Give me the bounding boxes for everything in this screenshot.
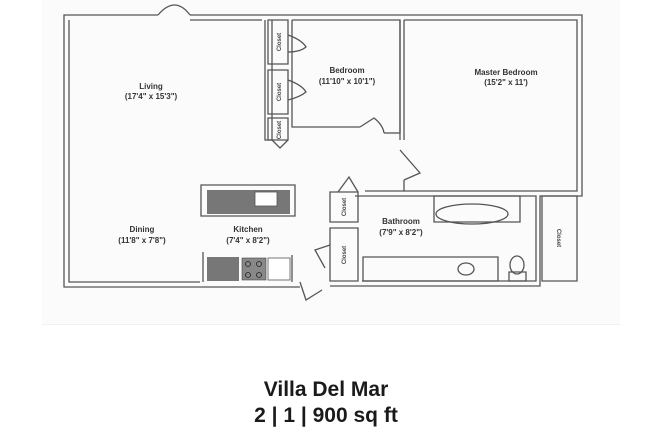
room-kitchen-dims: (7'4" x 8'2")	[226, 236, 270, 245]
room-bathroom-dims: (7'9" x 8'2")	[379, 228, 423, 237]
property-details: 2 | 1 | 900 sq ft	[254, 404, 398, 427]
closet-label: Closet	[555, 229, 561, 247]
room-bedroom-name: Bedroom	[329, 66, 364, 75]
closet-label: Closet	[342, 198, 348, 216]
room-bathroom-name: Bathroom	[382, 217, 420, 226]
property-name: Villa Del Mar	[263, 378, 389, 401]
room-living-dims: (17'4" x 15'3")	[125, 92, 178, 101]
room-kitchen-name: Kitchen	[233, 225, 262, 234]
room-dining-name: Dining	[130, 225, 155, 234]
closet-label: Closet	[277, 83, 283, 101]
floorplan-card	[42, 0, 620, 325]
room-master-name: Master Bedroom	[474, 68, 537, 77]
closet-label: Closet	[277, 33, 283, 51]
room-living-name: Living	[139, 82, 163, 91]
room-master-dims: (15'2" x 11')	[484, 78, 528, 87]
closet-label: Closet	[342, 246, 348, 264]
floorplan-drawing: Living (17'4" x 15'3") Bedroom (11'10" x…	[63, 4, 583, 301]
room-dining-dims: (11'8" x 7'8")	[118, 236, 166, 245]
closet-label: Closet	[277, 121, 283, 139]
room-bedroom-dims: (11'10" x 10'1")	[319, 77, 376, 86]
